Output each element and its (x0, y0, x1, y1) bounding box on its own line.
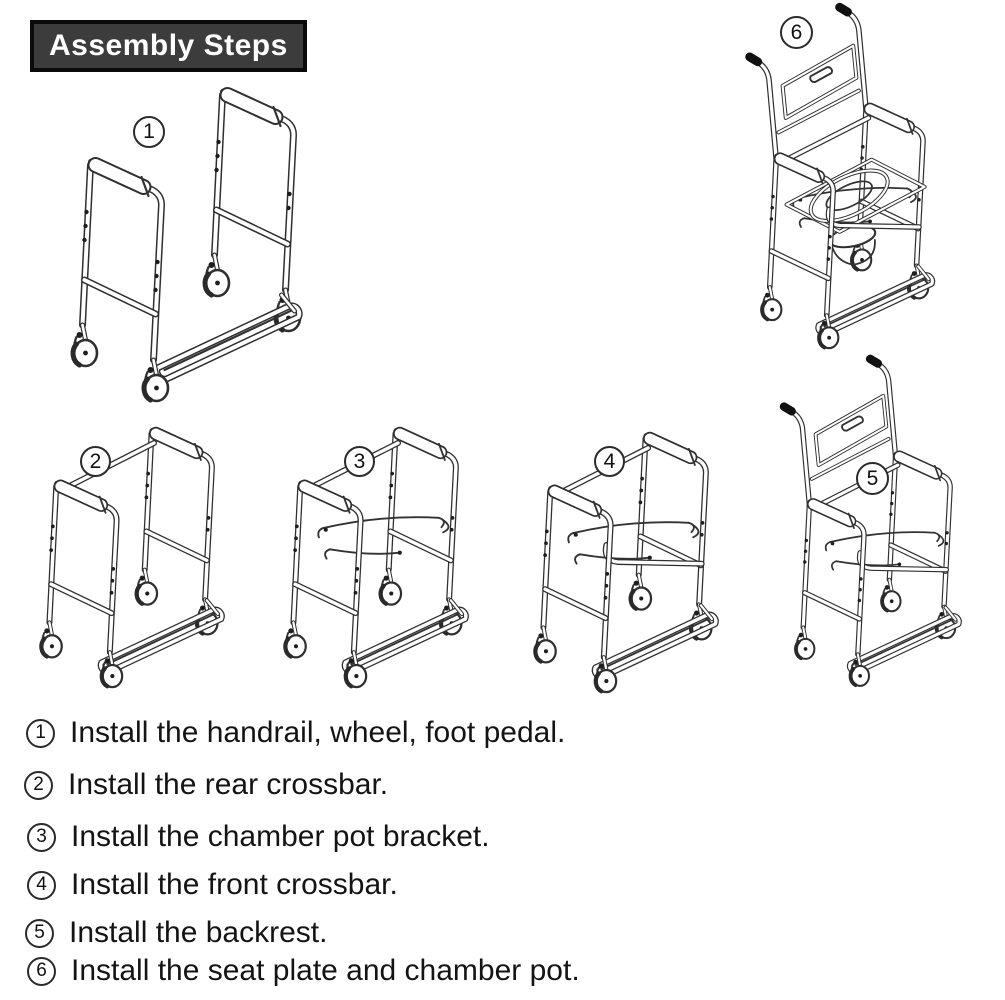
chair-illustration-step-3 (262, 420, 512, 705)
page-title: Assembly Steps (30, 20, 307, 72)
step-1-badge: 1 (133, 116, 165, 148)
step-4-text: Install the front crossbar. (71, 868, 398, 901)
step-6-text: Install the seat plate and chamber pot. (71, 954, 580, 987)
step-4-badge: 4 (594, 446, 625, 477)
step-2-text: Install the rear crossbar. (68, 768, 389, 801)
step-4-number: 4 (27, 870, 56, 900)
diagram-step-6 (695, 0, 1005, 365)
step-1-text: Install the handrail, wheel, foot pedal. (70, 716, 566, 749)
instruction-item-1: 1 Install the handrail, wheel, foot peda… (26, 716, 565, 750)
diagram-step-2 (18, 420, 268, 705)
diagram-step-1 (35, 82, 380, 422)
step-3-text: Install the chamber pot bracket. (71, 820, 490, 853)
step-6-badge: 6 (780, 16, 813, 49)
chair-illustration-step-6 (695, 0, 1005, 365)
step-1-number: 1 (26, 718, 55, 748)
instruction-item-6: 6 Install the seat plate and chamber pot… (27, 954, 580, 988)
diagram-step-5 (763, 352, 1005, 702)
step-5-number: 5 (25, 918, 54, 948)
instruction-item-4: 4 Install the front crossbar. (27, 868, 398, 902)
step-6-number: 6 (27, 956, 56, 986)
instruction-item-5: 5 Install the backrest. (25, 916, 327, 950)
step-2-badge: 2 (80, 446, 111, 477)
page-title-text: Assembly Steps (49, 29, 288, 62)
chair-illustration-step-2 (18, 420, 268, 705)
step-2-number: 2 (24, 770, 53, 800)
step-5-badge: 5 (856, 462, 889, 495)
step-5-text: Install the backrest. (69, 916, 328, 949)
step-3-number: 3 (27, 822, 56, 852)
step-3-badge: 3 (344, 446, 375, 477)
diagram-step-3 (262, 420, 512, 705)
diagram-step-4 (512, 425, 762, 710)
chair-illustration-step-1 (35, 82, 380, 422)
chair-illustration-step-5 (763, 352, 1005, 702)
instruction-item-2: 2 Install the rear crossbar. (24, 768, 388, 802)
instruction-item-3: 3 Install the chamber pot bracket. (27, 820, 490, 854)
chair-illustration-step-4 (512, 425, 762, 710)
